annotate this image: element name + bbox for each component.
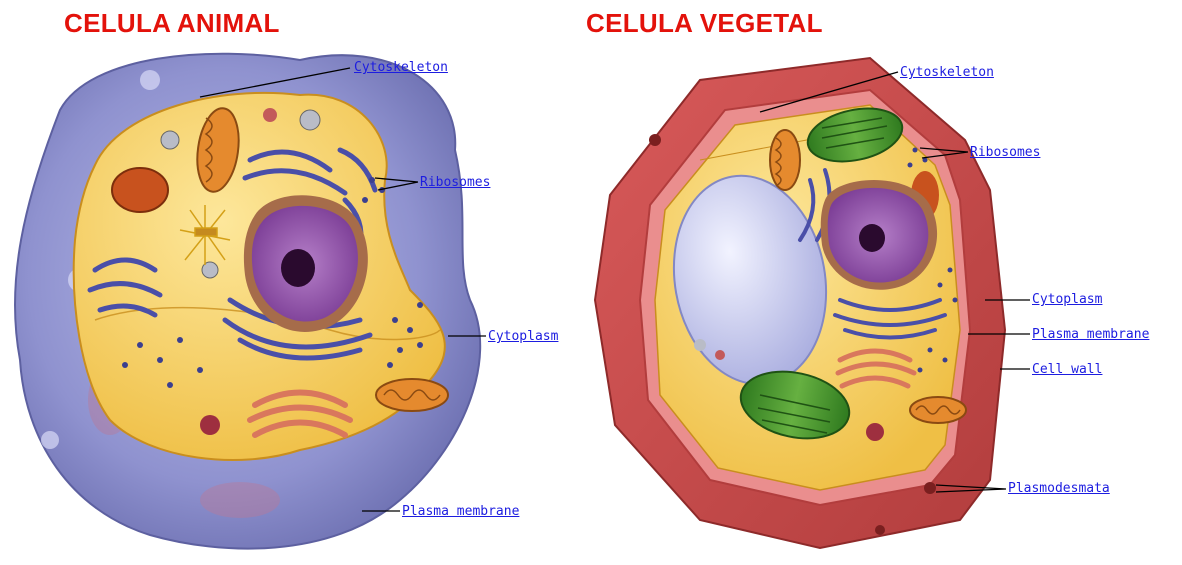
animal-cell [15,54,480,549]
plant-mitochondrion-1 [770,130,800,190]
plant-mitochondrion-2 [910,397,966,423]
plasmodesmata-pore [924,482,936,494]
animal-mitochondrion-2 [376,379,448,411]
animal-label-cytoplasm[interactable]: Cytoplasm [488,329,558,344]
animal-label-cytoskeleton[interactable]: Cytoskeleton [354,60,448,75]
animal-label-plasma-membrane[interactable]: Plasma membrane [402,504,519,519]
plant-nucleolus [859,224,885,252]
plant-label-cell-wall[interactable]: Cell wall [1032,362,1102,377]
plant-label-ribosomes[interactable]: Ribosomes [970,145,1040,160]
plant-label-plasmodesmata[interactable]: Plasmodesmata [1008,481,1110,496]
plant-cell [595,58,1005,548]
animal-nucleolus [281,249,315,287]
plant-label-plasma-membrane[interactable]: Plasma membrane [1032,327,1149,342]
animal-label-ribosomes[interactable]: Ribosomes [420,175,490,190]
plant-nucleus [821,180,937,290]
plant-label-cytoskeleton[interactable]: Cytoskeleton [900,65,994,80]
animal-lysosome [112,168,168,212]
plant-label-cytoplasm[interactable]: Cytoplasm [1032,292,1102,307]
